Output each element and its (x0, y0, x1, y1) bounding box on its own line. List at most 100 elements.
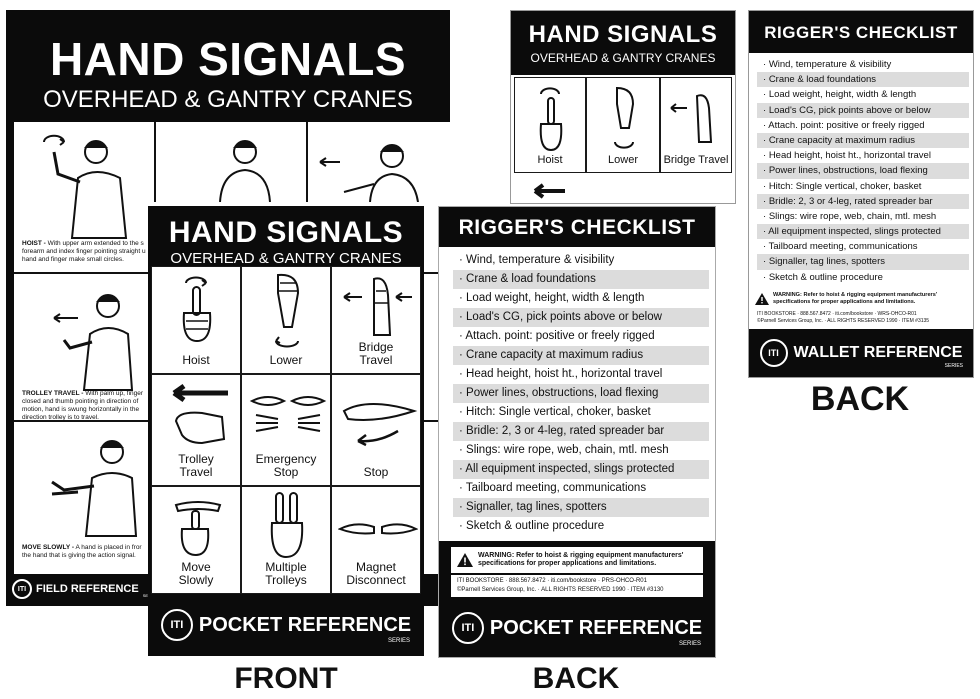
checklist-item: · Wind, temperature & visibility (763, 59, 892, 70)
publisher-line-1: ITI BOOKSTORE · 888.567.8472 · iti.com/b… (757, 311, 917, 317)
checklist-item: · Crane capacity at maximum radius (453, 346, 709, 365)
iti-logo-icon: ITI (160, 609, 193, 641)
wallet-front-card: HAND SIGNALS OVERHEAD & GANTRY CRANES Ho… (510, 10, 736, 204)
trolley-description: TROLLEY TRAVEL - With palm up, finger cl… (22, 390, 150, 422)
bridge-travel-hand-icon (343, 277, 412, 336)
pocket-publisher-info: ITI BOOKSTORE · 888.567.8472 · iti.com/b… (451, 575, 703, 597)
checklist-item: · Crane & load foundations (757, 72, 969, 88)
iti-logo-icon: ITI (451, 612, 484, 644)
checklist-item: · Load weight, height, width & length (459, 292, 645, 304)
hoist-hand-icon (539, 87, 563, 152)
warning-triangle-icon (457, 553, 473, 567)
trolley-travel-figure-icon (53, 294, 134, 391)
pocket-back-footer: ITI POCKET REFERENCE SERIES (439, 603, 715, 653)
pocket-front-title: HAND SIGNALS (168, 216, 404, 249)
poster-footer-text: FIELD REFERENCE (36, 583, 139, 595)
poster-divider (154, 122, 156, 202)
move-slowly-figure-icon (51, 440, 138, 537)
wallet-footer: ITI WALLET REFERENCE SERIES (749, 329, 973, 377)
wallet-publisher-info: ITI BOOKSTORE · 888.567.8472 · iti.com/b… (757, 311, 969, 325)
pocket-front-footer: ITI POCKET REFERENCE SERIES (148, 600, 424, 650)
caption-back-wallet: BACK (810, 380, 910, 418)
pocket-back-footer-series: SERIES (678, 641, 701, 647)
signaller-figure-icon (219, 140, 271, 202)
checklist-item: · Signaller, tag lines, spotters (453, 498, 709, 517)
signal-cell-lower: Lower (241, 266, 331, 374)
hoist-description-title: HOIST - (22, 240, 46, 247)
checklist-item: · Sketch & outline procedure (459, 520, 605, 532)
hoist-description-text: With upper arm extended to the s forearm… (22, 240, 146, 263)
move-slowly-description-text: A hand is placed in fror the hand that i… (22, 544, 142, 559)
wallet-warning-box: WARNING: Refer to hoist & rigging equipm… (755, 289, 967, 309)
move-slowly-description-title: MOVE SLOWLY - (22, 544, 75, 551)
iti-logo-icon: ITI (759, 339, 788, 367)
checklist-item: · Load weight, height, width & length (763, 89, 917, 101)
pocket-back-header: RIGGER'S CHECKLIST (439, 207, 715, 247)
warning-triangle-icon (755, 293, 769, 305)
wallet-signal-bridge-travel: Bridge Travel (660, 77, 732, 173)
trolley-arrow-icon (533, 183, 565, 199)
checklist-item: · Tailboard meeting, communications (459, 482, 647, 494)
checklist-item: · Crane & load foundations (453, 270, 709, 289)
wallet-front-subtitle: OVERHEAD & GANTRY CRANES (530, 51, 716, 65)
wallet-signal-label: Lower (608, 154, 638, 166)
pocket-back-title: RIGGER'S CHECKLIST (458, 216, 696, 239)
checklist-item: · Crane capacity at maximum radius (757, 132, 969, 149)
poster-footer: ITI FIELD REFERENCE SERIES (12, 576, 157, 602)
pocket-front-footer-series: SERIES (387, 638, 410, 644)
pocket-checklist: · Wind, temperature & visibility · Crane… (453, 251, 709, 536)
checklist-item: · Power lines, obstructions, load flexin… (757, 163, 969, 179)
lower-hand-icon (614, 86, 635, 149)
checklist-item: · Head height, hoist ht., horizontal tra… (459, 368, 663, 380)
signal-label: Stop (363, 465, 389, 479)
publisher-line-2: ©Parnell Services Group, Inc. · ALL RIGH… (757, 318, 930, 324)
pocket-warning-box: WARNING: Refer to hoist & rigging equipm… (451, 547, 703, 573)
checklist-item: · Bridle: 2, 3 or 4-leg, rated spreader … (757, 193, 969, 209)
pocket-front-card: HAND SIGNALS OVERHEAD & GANTRY CRANES Ho… (148, 206, 424, 656)
checklist-item: · Slings: wire rope, web, chain, mtl. me… (763, 210, 937, 222)
checklist-item: · Sketch & outline procedure (763, 271, 883, 283)
wallet-front-title: HAND SIGNALS (528, 21, 718, 48)
checklist-item: · Hitch: Single vertical, choker, basket (459, 406, 651, 418)
wallet-signal-lower: Lower (586, 77, 660, 173)
wallet-footer-series: SERIES (944, 363, 963, 369)
signal-label: Hoist (182, 353, 210, 367)
iti-logo-text: ITI (461, 622, 475, 634)
checklist-item: · Attach. point: positive or freely rigg… (459, 330, 655, 342)
checklist-item: · Wind, temperature & visibility (459, 254, 615, 266)
hoist-figure-icon (43, 134, 128, 239)
wallet-back-header: RIGGER'S CHECKLIST (749, 11, 973, 53)
iti-logo-icon: ITI (12, 579, 32, 599)
pocket-front-footer-text: POCKET REFERENCE (198, 613, 412, 636)
wallet-signal-label: Hoist (537, 154, 563, 166)
wallet-front-header: HAND SIGNALS OVERHEAD & GANTRY CRANES (511, 11, 735, 75)
bridge-travel-hand-icon (670, 94, 713, 143)
checklist-item: · Attach. point: positive or freely rigg… (763, 119, 925, 131)
checklist-item: · Power lines, obstructions, load flexin… (453, 384, 709, 403)
checklist-item: · All equipment inspected, slings protec… (453, 460, 709, 479)
publisher-line-2: ©Parnell Services Group, Inc. · ALL RIGH… (457, 587, 664, 593)
iti-logo-text: ITI (170, 619, 184, 631)
warning-line-2: specifications for proper applications a… (478, 560, 657, 567)
stop-hand-icon (342, 403, 418, 447)
signal-cell-hoist: Hoist (151, 266, 241, 374)
trolley-travel-hand-icon (172, 383, 228, 445)
emergency-stop-hands-icon (249, 396, 327, 432)
wallet-back-card: RIGGER'S CHECKLIST · Wind, temperature &… (748, 10, 974, 378)
pocket-back-footer-text: POCKET REFERENCE (489, 616, 703, 639)
magnet-disconnect-hands-icon (338, 523, 418, 535)
move-slowly-hands-icon (174, 501, 222, 557)
checklist-item: · Bridle: 2, 3 or 4-leg, rated spreader … (453, 422, 709, 441)
checklist-item: · Head height, hoist ht., horizontal tra… (763, 150, 931, 162)
